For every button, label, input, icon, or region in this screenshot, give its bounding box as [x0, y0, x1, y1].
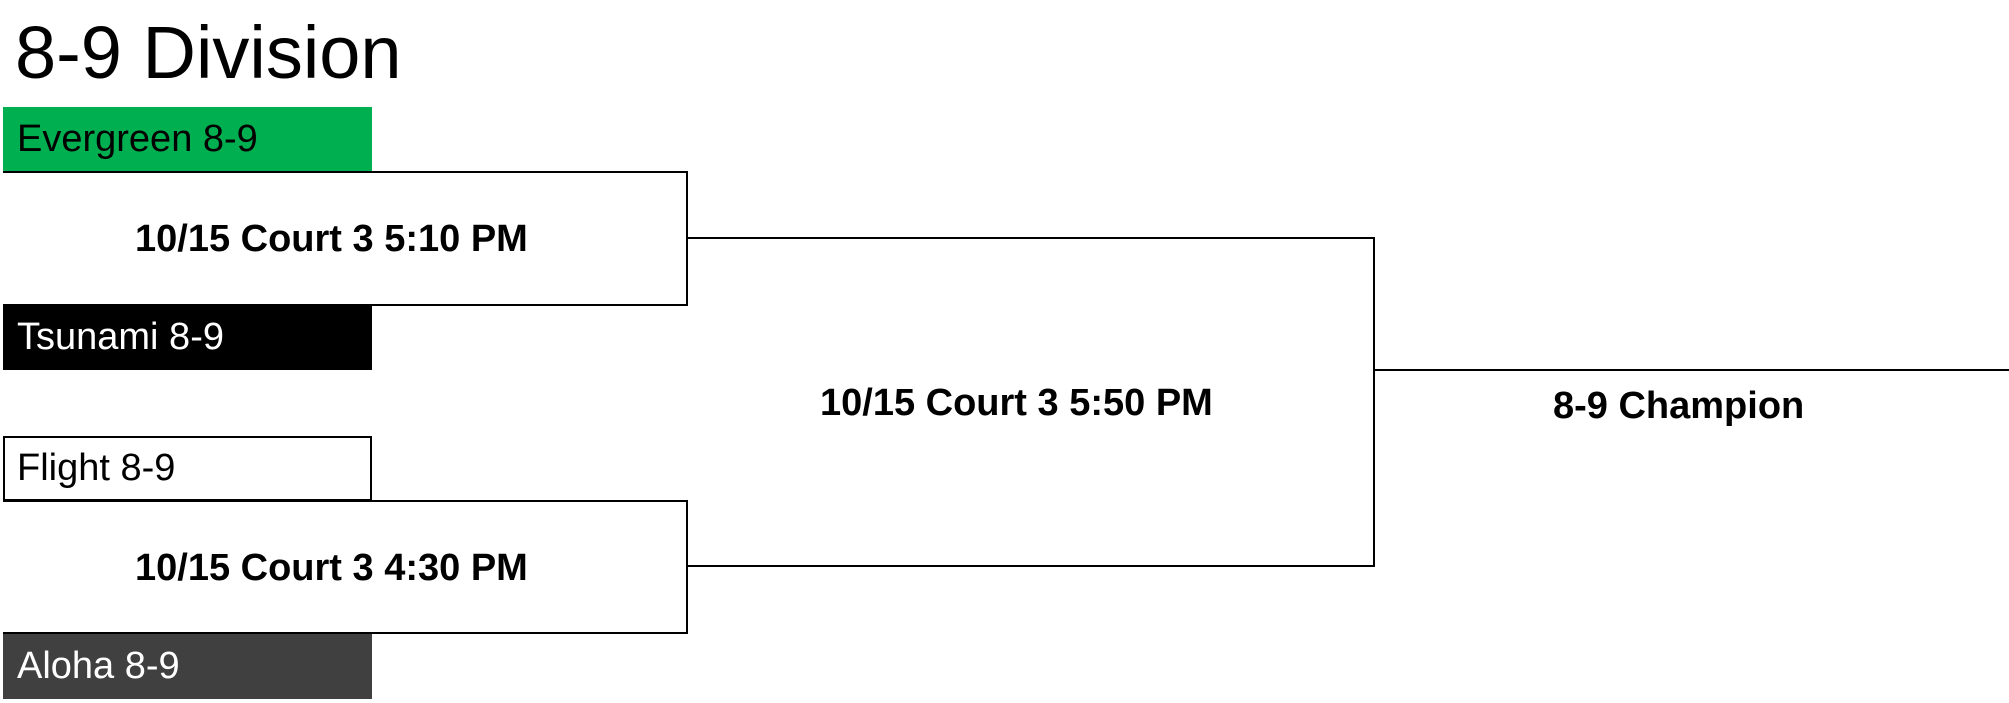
bracket-line: [3, 500, 688, 502]
division-title: 8-9 Division: [15, 11, 402, 94]
team-aloha: Aloha 8-9: [3, 634, 372, 699]
bracket-line: [3, 171, 688, 173]
bracket-line: [688, 237, 1375, 239]
bracket-line: [3, 632, 688, 634]
game-label-semifinal-1: 10/15 Court 3 5:10 PM: [135, 218, 528, 260]
bracket-line: [686, 500, 688, 634]
bracket-line: [1373, 237, 1375, 567]
team-evergreen: Evergreen 8-9: [3, 107, 372, 172]
game-label-final: 10/15 Court 3 5:50 PM: [820, 382, 1213, 424]
champion-line: [1375, 369, 2009, 371]
team-flight: Flight 8-9: [3, 436, 372, 501]
team-tsunami: Tsunami 8-9: [3, 305, 372, 370]
bracket-line: [688, 565, 1375, 567]
game-label-semifinal-2: 10/15 Court 3 4:30 PM: [135, 547, 528, 589]
bracket-line: [3, 304, 688, 306]
champion-label: 8-9 Champion: [1553, 385, 1805, 427]
bracket-line: [686, 171, 688, 306]
